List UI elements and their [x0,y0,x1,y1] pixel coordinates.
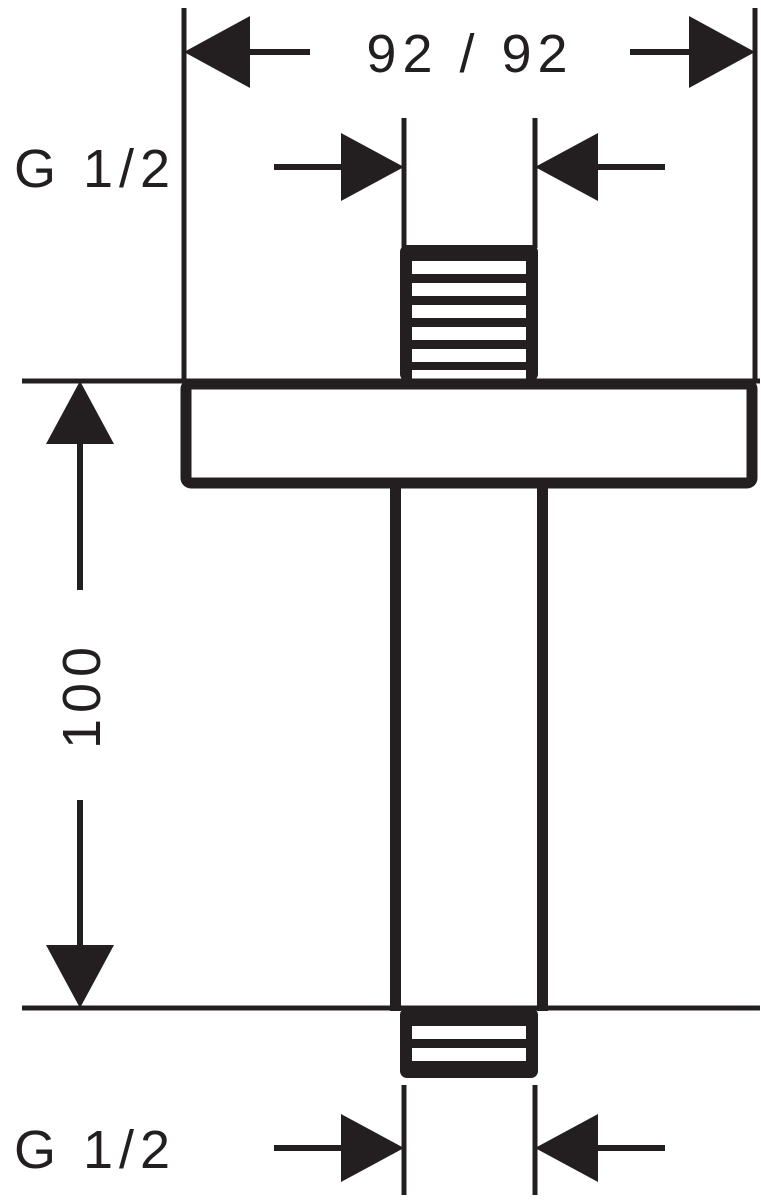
threaded-bottom-nipple [400,1008,538,1078]
square-extension-tube [390,483,548,1011]
bottom-nipple-body [400,1008,538,1078]
arrowhead-height-top [46,381,114,444]
dimension-top-width: 92 / 92 [184,16,755,88]
dimension-bottom-thread: G 1/2 [14,1114,665,1182]
dimension-label-bottom-thread: G 1/2 [14,1120,176,1180]
top-nipple-thread-grooves [412,261,526,380]
dimension-top-thread: G 1/2 [14,133,665,201]
threaded-top-nipple [400,245,538,381]
dimension-height: 100 [46,381,114,1008]
part-geometry [180,245,758,1078]
arrowhead-thread-top-inner-left [341,133,404,201]
ceiling-flange-plate [180,378,758,489]
arrowhead-height-bottom [46,945,114,1008]
dimension-label-height: 100 [52,641,112,749]
dimension-label-top-width: 92 / 92 [366,24,573,84]
arrowhead-right [689,16,755,88]
tube-right-edge [537,483,548,1011]
extension-lines [22,8,760,1195]
arrowhead-thread-bottom-inner-right [535,1114,598,1182]
arrowhead-thread-top-inner-right [535,133,598,201]
dimension-label-top-thread: G 1/2 [14,139,176,199]
tube-left-edge [390,483,401,1011]
arrowhead-thread-bottom-inner-left [341,1114,404,1182]
arrowhead-left [184,16,250,88]
